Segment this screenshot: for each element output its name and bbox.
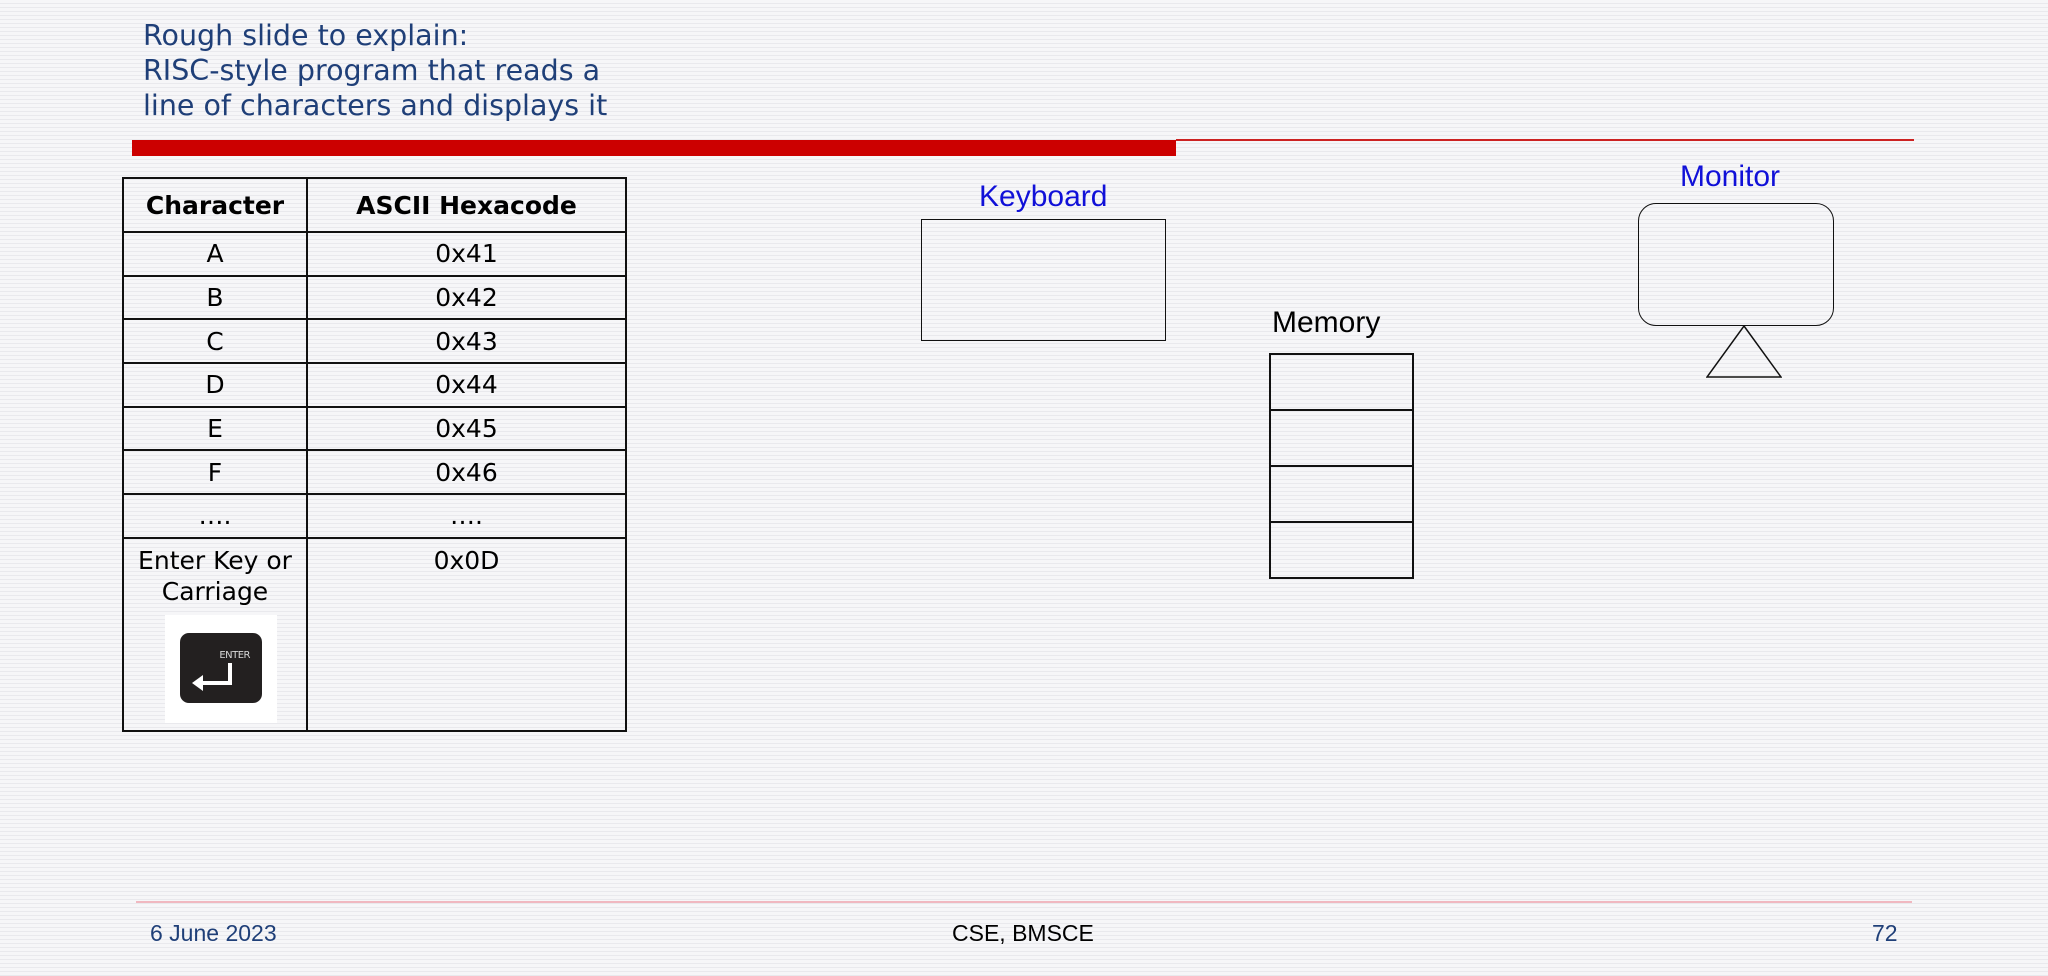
cell-enter-hex: 0x0D	[306, 536, 627, 733]
cell-enter-character: Enter Key or Carriage Return ENTER	[122, 536, 308, 733]
title-line-3: line of characters and displays it	[143, 89, 608, 122]
cell-hex: 0x43	[306, 318, 627, 365]
memory-cell	[1271, 411, 1412, 467]
keyboard-box	[921, 219, 1166, 341]
enter-key-image: ENTER	[165, 614, 277, 723]
memory-cell	[1271, 523, 1412, 577]
title-divider-line	[1176, 139, 1914, 141]
cell-hex: 0x46	[306, 449, 627, 496]
cell-character: F	[122, 449, 308, 496]
footer-institution: CSE, BMSCE	[952, 920, 1094, 946]
memory-cell	[1271, 467, 1412, 523]
memory-label: Memory	[1272, 306, 1381, 339]
table-row: D 0x44	[122, 362, 627, 408]
footer-page-number: 72	[1872, 920, 1898, 946]
cell-hex: ….	[306, 493, 627, 539]
table-row: …. ….	[122, 493, 627, 539]
cell-character: A	[122, 231, 308, 277]
cell-character: ….	[122, 493, 308, 539]
monitor-label: Monitor	[1680, 160, 1781, 193]
table-row: F 0x46	[122, 449, 627, 496]
header-character: Character	[122, 177, 308, 233]
footer-divider	[136, 901, 1912, 903]
table-row: B 0x42	[122, 274, 627, 321]
title-line-1: Rough slide to explain:	[143, 19, 469, 52]
footer-date: 6 June 2023	[150, 920, 277, 946]
slide-title: Rough slide to explain: RISC-style progr…	[143, 18, 607, 123]
cell-hex: 0x44	[306, 362, 627, 408]
cell-hex: 0x42	[306, 274, 627, 321]
ascii-table: Character ASCII Hexacode A 0x41 B 0x42 C…	[122, 177, 627, 733]
enter-arrow-icon	[192, 662, 232, 691]
cell-hex: 0x45	[306, 405, 627, 452]
cell-hex: 0x41	[306, 231, 627, 277]
monitor-screen	[1638, 203, 1834, 326]
memory-cell	[1271, 355, 1412, 411]
cell-character: E	[122, 405, 308, 452]
header-ascii-hexacode: ASCII Hexacode	[306, 177, 627, 233]
enter-hex-value: 0x0D	[433, 545, 500, 575]
table-row: C 0x43	[122, 318, 627, 365]
title-accent-bar	[132, 140, 1176, 156]
cell-character: C	[122, 318, 308, 365]
table-row: E 0x45	[122, 405, 627, 452]
memory-stack	[1269, 353, 1414, 579]
table-row: A 0x41	[122, 231, 627, 277]
title-line-2: RISC-style program that reads a	[143, 54, 601, 87]
cell-character: B	[122, 274, 308, 321]
table-header-row: Character ASCII Hexacode	[122, 177, 627, 233]
enter-key-text: Enter Key or Carriage Return	[138, 545, 292, 606]
cell-character: D	[122, 362, 308, 408]
monitor-stand-icon	[1706, 325, 1782, 378]
enter-key-label: ENTER	[219, 649, 250, 661]
enter-key-icon: ENTER	[180, 632, 262, 703]
table-row-enter: Enter Key or Carriage Return ENTER 0x0D	[122, 536, 627, 733]
keyboard-label: Keyboard	[979, 180, 1108, 213]
